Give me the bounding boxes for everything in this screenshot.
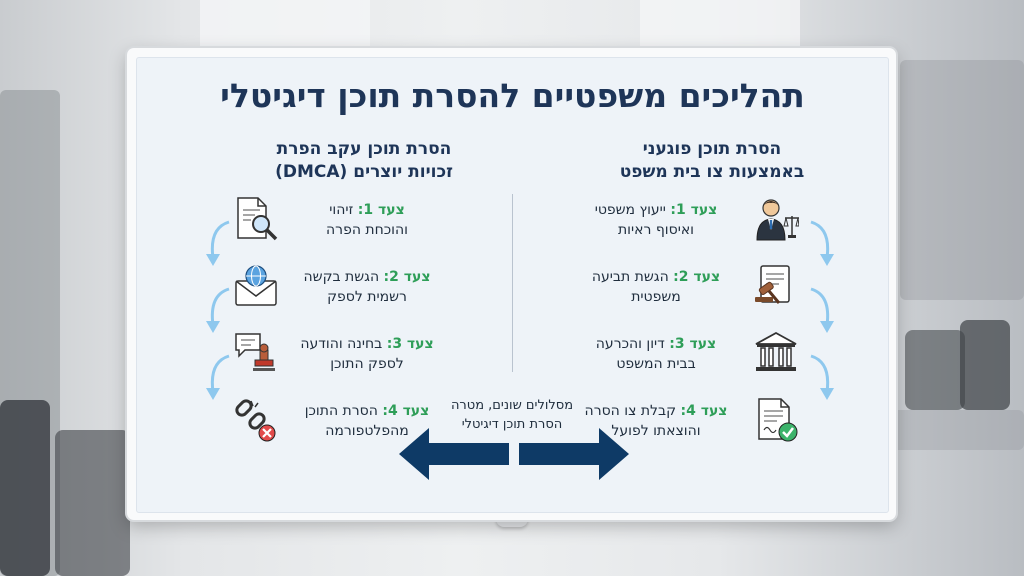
right-heading-line1: הסרת תוכן פוגעני (642, 139, 782, 159)
step-text-line2: בבית המשפט (616, 356, 696, 372)
monitor-screen: תהליכים משפטיים להסרת תוכן דיגיטלי הסרת … (127, 48, 896, 520)
right-curved-arrow-3 (810, 354, 834, 400)
infographic-board: תהליכים משפטיים להסרת תוכן דיגיטלי הסרת … (136, 57, 889, 513)
step-text-line2: רשמית לספק (327, 289, 407, 305)
right-curved-arrow-1 (810, 220, 834, 266)
step-text-line1: הגשת בקשה (303, 269, 380, 285)
right-step-4: צעד 4: קבלת צו הסרה והוצאתו לפועל (561, 401, 751, 441)
center-caption-line1: מסלולים שונים, מטרה (450, 398, 574, 413)
right-arrow-icon (519, 428, 629, 480)
step-text-line1: זיהוי (329, 202, 354, 218)
step-text-line2: משפטית (631, 289, 681, 305)
courthouse-icon (755, 331, 797, 371)
right-curved-arrow-2 (810, 287, 834, 333)
step-label: צעד 2: (383, 269, 431, 285)
left-step-4: צעד 4: הסרת התוכן מהפלטפורמה (272, 401, 462, 441)
step-text-line1: ייעוץ משפטי (594, 202, 666, 218)
document-search-icon (237, 197, 278, 241)
center-caption: מסלולים שונים, מטרה הסרת תוכן דיגיטלי (432, 396, 592, 434)
right-step-2: צעד 2: הגשת תביעה משפטית (561, 267, 751, 307)
left-column-heading: הסרת תוכן עקב הפרת זכויות יוצרים (DMCA) (234, 138, 494, 184)
step-text-line2: והוצאתו לפועל (611, 423, 701, 439)
step-text-line2: לספק התוכן (330, 356, 404, 372)
background-chair (0, 400, 50, 576)
step-label: צעד 3: (386, 336, 434, 352)
step-text-line1: הגשת תביעה (591, 269, 669, 285)
step-text-line1: הסרת התוכן (304, 403, 378, 419)
right-column-heading: הסרת תוכן פוגעני באמצעות צו בית משפט (582, 138, 842, 184)
background-table (880, 410, 1024, 450)
step-text-line2: והוכחת הפרה (326, 222, 408, 238)
step-text-line1: דיון והכרעה (595, 336, 665, 352)
step-text-line2: מהפלטפורמה (325, 423, 409, 439)
step-label: צעד 4: (680, 403, 728, 419)
left-heading-line1: הסרת תוכן עקב הפרת (276, 139, 452, 159)
background-window (640, 0, 800, 50)
left-heading-line2: זכויות יוצרים (DMCA) (275, 162, 453, 182)
email-globe-icon (235, 265, 277, 306)
left-step-2: צעד 2: הגשת בקשה רשמית לספק (272, 267, 462, 307)
right-step-3: צעד 3: דיון והכרעה בבית המשפט (561, 334, 751, 374)
column-divider (512, 194, 513, 372)
left-curved-arrow-3 (206, 354, 230, 400)
step-text-line1: בחינה והודעה (300, 336, 383, 352)
chat-stamp-icon (235, 333, 275, 371)
page-title: תהליכים משפטיים להסרת תוכן דיגיטלי (220, 76, 805, 115)
background-window (200, 0, 370, 50)
right-step-1: צעד 1: ייעוץ משפטי ואיסוף ראיות (561, 200, 751, 240)
step-label: צעד 4: (382, 403, 430, 419)
left-curved-arrow-1 (206, 220, 230, 266)
approved-document-icon (758, 398, 798, 442)
background-chair (960, 320, 1010, 410)
step-text-line2: ואיסוף ראיות (617, 222, 694, 238)
step-label: צעד 3: (669, 336, 717, 352)
background-wall (900, 60, 1024, 300)
step-label: צעד 2: (673, 269, 721, 285)
right-heading-line2: באמצעות צו בית משפט (619, 162, 805, 182)
background-chair (55, 430, 130, 576)
divergent-arrows (399, 428, 629, 480)
step-text-line1: קבלת צו הסרה (584, 403, 677, 419)
lawsuit-gavel-icon (755, 265, 790, 304)
broken-link-icon (235, 399, 276, 442)
step-label: צעד 1: (670, 202, 718, 218)
step-label: צעד 1: (357, 202, 405, 218)
left-curved-arrow-2 (206, 287, 230, 333)
left-step-1: צעד 1: זיהוי והוכחת הפרה (272, 200, 462, 240)
left-step-3: צעד 3: בחינה והודעה לספק התוכן (272, 334, 462, 374)
center-caption-line2: הסרת תוכן דיגיטלי (461, 417, 563, 432)
left-arrow-icon (399, 428, 509, 480)
lawyer-icon (756, 199, 799, 241)
background-chair (905, 330, 965, 410)
